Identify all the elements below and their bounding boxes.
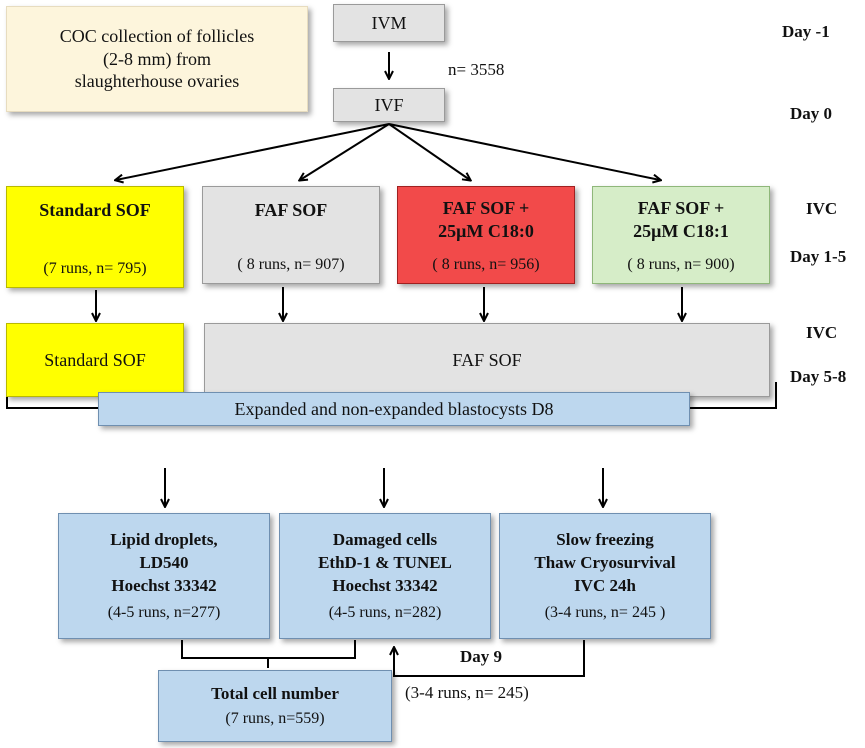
lipid-line-2: LD540	[139, 552, 189, 572]
blastocysts-label: Expanded and non-expanded blastocysts D8	[234, 398, 554, 419]
lipid-line-3: Hoechst 33342	[111, 575, 217, 595]
day9-count: (3-4 runs, n= 245)	[405, 683, 529, 702]
damaged-line-2: EthD-1 & TUNEL	[318, 552, 452, 572]
faf-sof-count: ( 8 runs, n= 907)	[237, 256, 345, 273]
label-day-5-8: Day 5-8	[790, 367, 847, 386]
faf-c180-title-2: 25μM C18:0	[438, 221, 534, 242]
damaged-cells-box: Damaged cells EthD-1 & TUNEL Hoechst 333…	[279, 513, 491, 639]
freezing-count: (3-4 runs, n= 245 )	[544, 603, 666, 621]
ivm-label: IVM	[371, 12, 407, 33]
arrow-ivf-c180	[388, 123, 470, 180]
faf-c181-box: FAF SOF + 25μM C18:1 ( 8 runs, n= 900)	[592, 186, 770, 284]
coc-line-1: COC collection of follicles	[59, 26, 255, 47]
lipid-line-1: Lipid droplets,	[110, 529, 218, 549]
slow-freezing-box: Slow freezing Thaw Cryosurvival IVC 24h …	[499, 513, 711, 639]
faf-sof-title: FAF SOF	[254, 200, 328, 220]
arrow-ivf-c181	[388, 123, 660, 180]
faf-sof-2-box: FAF SOF	[204, 323, 770, 397]
damaged-line-3: Hoechst 33342	[332, 575, 438, 595]
coc-collection-box: COC collection of follicles (2-8 mm) fro…	[6, 6, 308, 112]
faf-c181-title-2: 25μM C18:1	[633, 221, 729, 242]
faf-c180-box: FAF SOF + 25μM C18:0 ( 8 runs, n= 956)	[397, 186, 575, 284]
damaged-count: (4-5 runs, n=282)	[328, 603, 442, 621]
arrow-day9	[394, 640, 585, 677]
faf-sof-box: FAF SOF ( 8 runs, n= 907)	[202, 186, 380, 284]
standard-sof-title: Standard SOF	[39, 200, 151, 220]
standard-sof-count: (7 runs, n= 795)	[43, 260, 147, 277]
faf-c180-title-1: FAF SOF +	[442, 198, 530, 218]
coc-line-3: slaughterhouse ovaries	[74, 71, 240, 92]
bracket-total	[181, 640, 356, 659]
total-n-label: n= 3558	[448, 60, 505, 79]
total-cell-number-box: Total cell number (7 runs, n=559)	[158, 670, 392, 742]
faf-c180-count: ( 8 runs, n= 956)	[432, 256, 540, 273]
lipid-droplets-box: Lipid droplets, LD540 Hoechst 33342 (4-5…	[58, 513, 270, 639]
label-day-1-5: Day 1-5	[790, 247, 847, 266]
label-ivc-2: IVC	[806, 323, 838, 342]
arrow-ivf-standard	[116, 123, 390, 180]
ivf-label: IVF	[374, 94, 404, 115]
lipid-count: (4-5 runs, n=277)	[107, 603, 221, 621]
faf-c181-count: ( 8 runs, n= 900)	[627, 256, 735, 273]
standard-sof-2-label: Standard SOF	[44, 349, 146, 370]
freezing-line-1: Slow freezing	[556, 529, 654, 549]
freezing-line-2: Thaw Cryosurvival	[534, 552, 676, 572]
day9-label: Day 9	[460, 647, 503, 666]
label-day-minus-1: Day -1	[782, 22, 830, 41]
total-title: Total cell number	[211, 684, 339, 704]
label-ivc-1: IVC	[806, 199, 838, 218]
ivf-box: IVF	[333, 88, 445, 122]
arrow-ivf-faf	[300, 123, 390, 180]
label-day-0: Day 0	[790, 104, 833, 123]
standard-sof-2-box: Standard SOF	[6, 323, 184, 397]
faf-sof-2-label: FAF SOF	[452, 349, 522, 370]
ivm-box: IVM	[333, 4, 445, 42]
blastocysts-box: Expanded and non-expanded blastocysts D8	[98, 392, 690, 426]
coc-line-2: (2-8 mm) from	[103, 48, 211, 69]
freezing-line-3: IVC 24h	[574, 575, 636, 595]
faf-c181-title-1: FAF SOF +	[637, 198, 725, 218]
standard-sof-box: Standard SOF (7 runs, n= 795)	[6, 186, 184, 288]
damaged-line-1: Damaged cells	[332, 529, 438, 549]
total-count: (7 runs, n=559)	[225, 709, 325, 727]
